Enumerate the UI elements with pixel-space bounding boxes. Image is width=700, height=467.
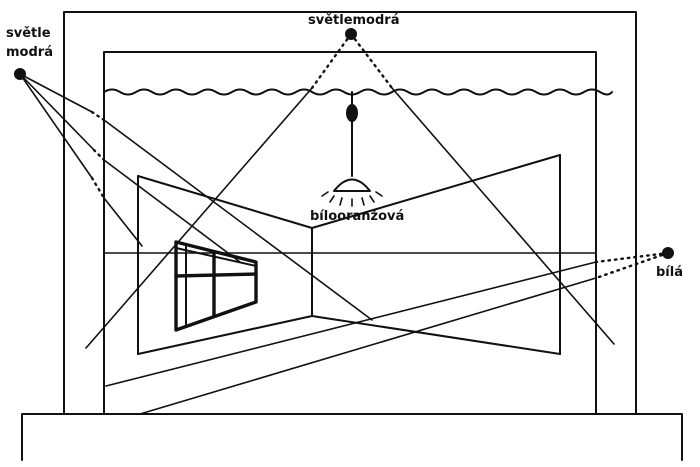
beams-right-light bbox=[105, 251, 670, 415]
room-box bbox=[137, 154, 561, 355]
top-light-label: světlemodrá bbox=[308, 13, 399, 28]
left-light-label-1: světle bbox=[6, 26, 51, 41]
lamp-rays-icon bbox=[321, 191, 383, 207]
left-light-dot bbox=[14, 68, 26, 80]
stage-base bbox=[21, 413, 683, 461]
beams-left-light bbox=[19, 73, 373, 321]
window bbox=[174, 240, 258, 332]
right-light-dot bbox=[662, 247, 674, 259]
curtain-border bbox=[103, 88, 613, 96]
beams-top-light bbox=[85, 32, 615, 349]
lamp-label: bílooranžová bbox=[310, 209, 404, 224]
inner-frame bbox=[103, 51, 597, 415]
outer-frame bbox=[63, 11, 637, 415]
right-light-label: bílá bbox=[656, 265, 683, 280]
top-light-dot bbox=[345, 28, 357, 40]
lamp-bulb-icon bbox=[346, 104, 358, 122]
pendant-lamp bbox=[321, 91, 383, 207]
left-light-label-2: modrá bbox=[6, 45, 53, 60]
